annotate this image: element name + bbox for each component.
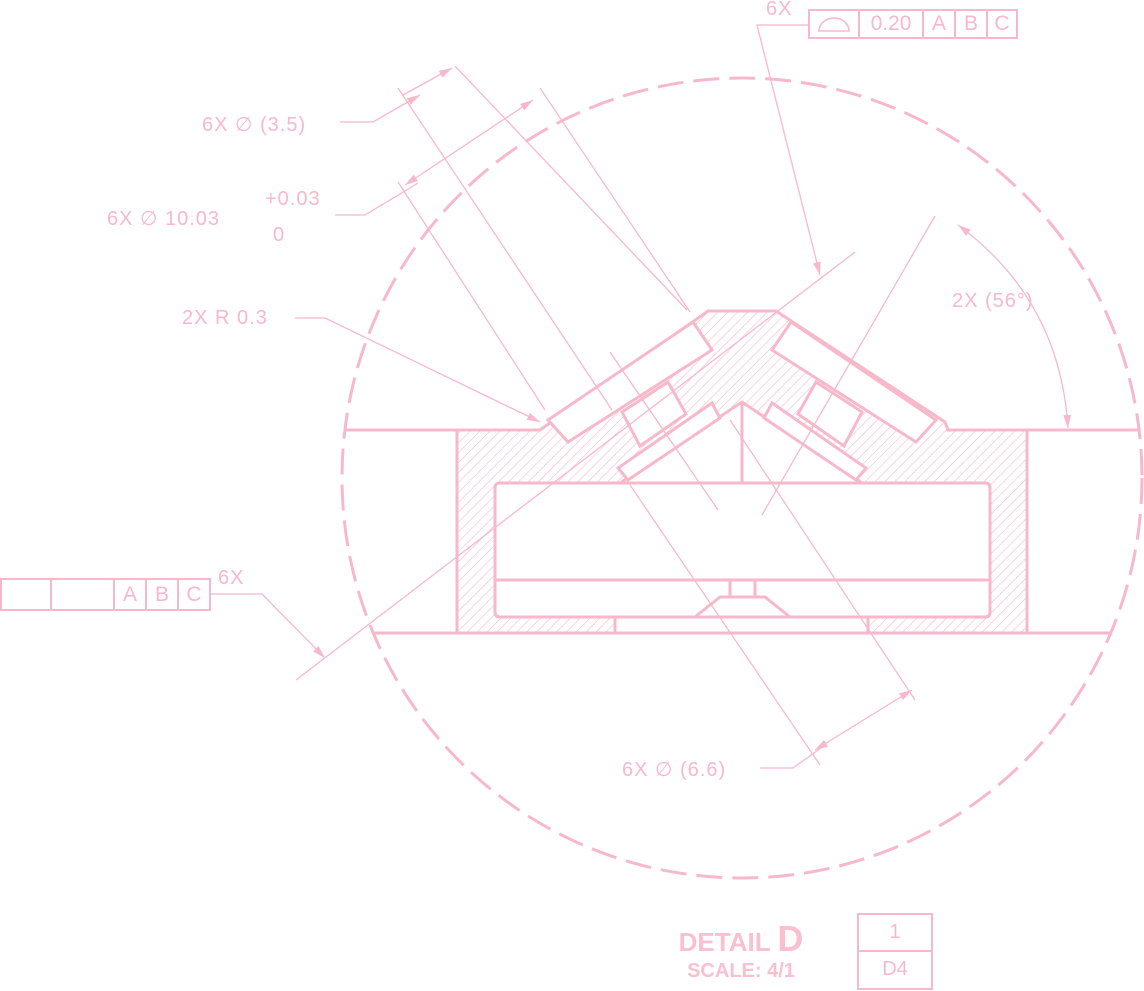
fcf-top-datum-a: A <box>924 11 956 37</box>
angle-callout: 2X (56°) <box>952 290 1034 312</box>
hole-10-03-lower-tolerance: 0 <box>273 224 286 246</box>
fcf-top-datum-c: C <box>994 12 1010 35</box>
left-inner-slot <box>615 400 722 483</box>
reference-box: 1 D4 <box>857 913 933 990</box>
left-cross-hole <box>620 379 688 449</box>
feature-control-frame-top: 0.20 A B C <box>808 9 1018 39</box>
right-inner-slot <box>762 400 869 483</box>
hole-6-6-callout: 6X ∅ (6.6) <box>622 759 727 781</box>
fcf-left-datum-c: C <box>186 582 202 606</box>
reference-sheet: 1 <box>859 915 931 952</box>
hole-3-5-callout: 6X ∅ (3.5) <box>202 114 307 136</box>
radius-callout: 2X R 0.3 <box>182 307 268 329</box>
hole-10-03-upper-tolerance: +0.03 <box>265 188 321 210</box>
fcf-left-datum-a: A <box>115 580 147 609</box>
fcf-left-tolerance-cell <box>52 580 115 609</box>
right-cross-hole <box>796 379 864 449</box>
fcf-left-count: 6X <box>218 567 245 589</box>
reference-zone: D4 <box>882 957 908 980</box>
detail-scale: SCALE: 4/1 <box>687 960 795 982</box>
profile-of-surface-icon <box>810 11 860 37</box>
fcf-top-tolerance: 0.20 <box>860 11 924 37</box>
fcf-top-datum-b: B <box>956 11 988 37</box>
feature-control-frame-left: A B C <box>0 578 211 611</box>
detail-title: DETAIL <box>678 927 771 957</box>
detail-boundary-circle <box>340 76 1144 880</box>
detail-label: DETAIL D SCALE: 4/1 <box>668 918 814 983</box>
fcf-top-count: 6X <box>766 0 793 20</box>
right-counterbore <box>769 319 939 444</box>
fcf-left-datum-b: B <box>147 580 179 609</box>
detail-letter: D <box>777 918 804 959</box>
fcf-left-symbol-cell <box>2 580 52 609</box>
hole-10-03-callout: 6X ∅ 10.03 <box>107 208 221 230</box>
